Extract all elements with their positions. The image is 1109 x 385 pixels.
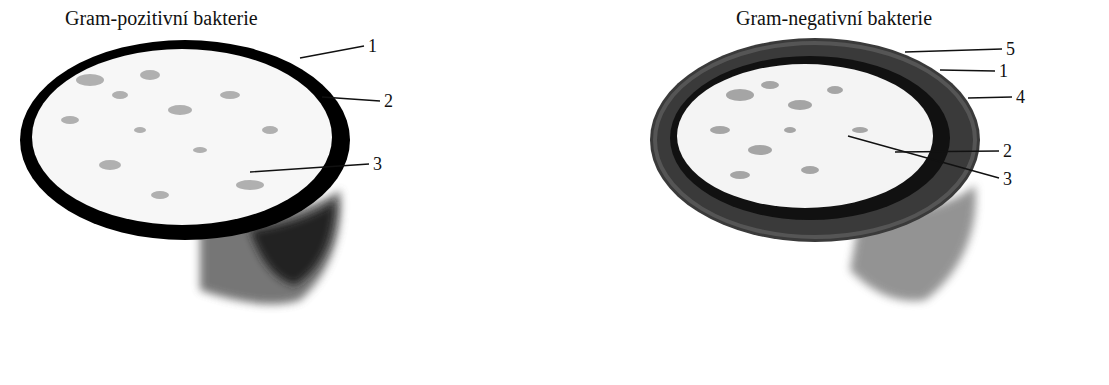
callout-number: 3	[373, 155, 382, 173]
gram-positive-cell	[20, 40, 350, 304]
callout-number: 1	[368, 37, 377, 55]
cell-title: Gram-pozitivní bakterie	[65, 8, 258, 28]
callout-number: 1	[999, 62, 1008, 80]
callout-number: 4	[1016, 88, 1025, 106]
callout-number: 3	[1003, 170, 1012, 188]
gram-negative-cell	[650, 38, 980, 301]
cell-title: Gram-negativní bakterie	[736, 8, 932, 28]
callout-number: 5	[1006, 40, 1015, 58]
callout-number: 2	[384, 92, 393, 110]
callout-number: 2	[1003, 142, 1012, 160]
leader-lines	[250, 46, 1012, 178]
